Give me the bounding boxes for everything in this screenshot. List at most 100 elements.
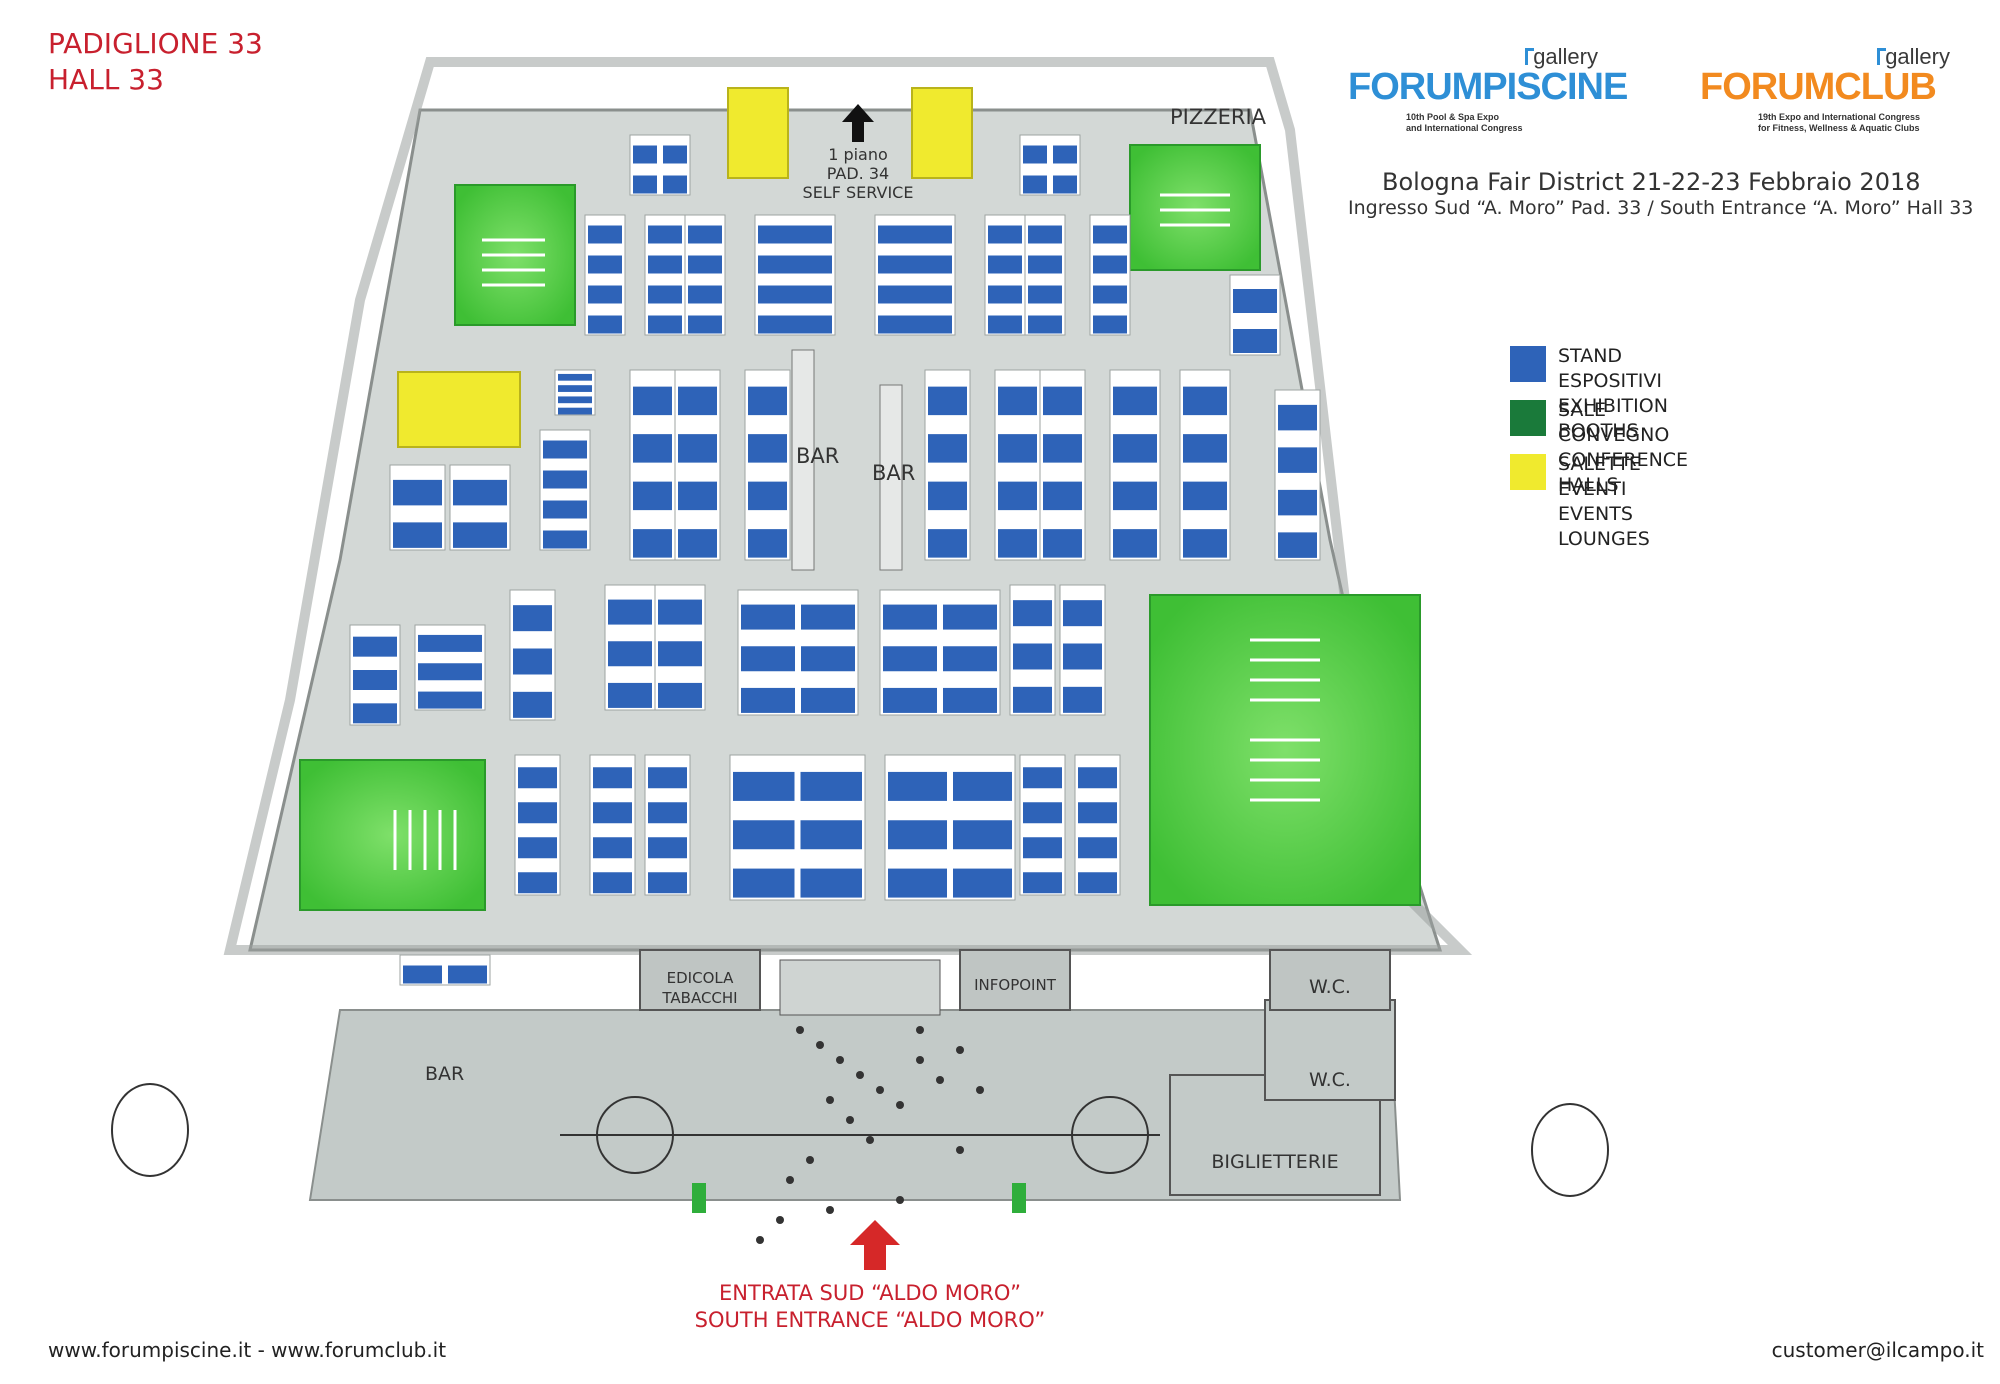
- booth: [543, 470, 587, 489]
- booth: [1023, 802, 1062, 824]
- booth: [663, 175, 687, 194]
- newsstand-label-1: EDICOLA: [667, 969, 734, 987]
- booth: [678, 529, 717, 558]
- booth: [1043, 529, 1082, 558]
- booth: [800, 868, 862, 898]
- booth: [878, 315, 952, 334]
- booth: [953, 771, 1012, 801]
- booth: [678, 434, 717, 463]
- entrance-label-it: ENTRATA SUD “ALDO MORO”: [719, 1281, 1021, 1305]
- booth: [1043, 481, 1082, 511]
- booth: [953, 820, 1012, 850]
- newsstand-label-2: TABACCHI: [661, 989, 737, 1007]
- booth: [1278, 489, 1317, 516]
- forumpiscine-tag-1: 10th Pool & Spa Expo: [1406, 112, 1500, 122]
- booth: [1183, 481, 1227, 511]
- booth: [928, 386, 967, 416]
- entrance-label-en: SOUTH ENTRANCE “ALDO MORO”: [694, 1308, 1046, 1332]
- booth: [393, 479, 442, 506]
- booth: [1078, 872, 1117, 894]
- booth: [1043, 434, 1082, 463]
- booth: [1093, 255, 1127, 274]
- booth: [513, 605, 552, 632]
- booth: [558, 385, 592, 392]
- booth: [678, 481, 717, 511]
- event-entrance: Ingresso Sud “A. Moro” Pad. 33 / South E…: [1348, 197, 1974, 219]
- entrance-arrow-icon: [850, 1220, 900, 1270]
- footer-email[interactable]: customer@ilcampo.it: [1771, 1338, 1984, 1362]
- booth: [588, 315, 622, 334]
- infopoint-label: INFOPOINT: [974, 976, 1057, 994]
- conference-seating: [393, 193, 1320, 870]
- booth: [633, 145, 657, 164]
- booth: [878, 255, 952, 274]
- booth: [608, 641, 652, 667]
- hall-title-it: PADIGLIONE 33: [48, 27, 263, 60]
- booth: [518, 767, 557, 789]
- booth: [678, 386, 717, 416]
- booth: [648, 872, 687, 894]
- first-floor-label-2: PAD. 34: [827, 164, 889, 183]
- footer-websites[interactable]: www.forumpiscine.it - www.forumclub.it: [48, 1338, 447, 1362]
- bar-left-counter: [791, 349, 815, 571]
- conference-hall-bottom-left: [299, 759, 486, 911]
- visitor-crowd: [756, 1026, 984, 1244]
- booth: [593, 872, 632, 894]
- booth: [1093, 225, 1127, 244]
- booth: [543, 530, 587, 549]
- booth: [733, 868, 795, 898]
- booth: [1278, 532, 1317, 558]
- booth: [658, 641, 702, 667]
- booth: [518, 802, 557, 824]
- bar-right-label: BAR: [872, 461, 915, 485]
- booth: [888, 771, 947, 801]
- legend-conference-en: CONFERENCE HALLS: [1558, 449, 1689, 496]
- booth: [648, 255, 682, 274]
- booth: [1023, 872, 1062, 894]
- booth: [1043, 386, 1082, 416]
- booth: [543, 440, 587, 459]
- booth: [878, 225, 952, 244]
- booth: [1278, 404, 1317, 431]
- hall-title: PADIGLIONE 33 HALL 33: [48, 26, 263, 98]
- exit-sign-left: [692, 1183, 706, 1213]
- booth: [1028, 285, 1062, 304]
- booth: [988, 255, 1022, 274]
- booth: [518, 872, 557, 894]
- booth: [998, 386, 1037, 416]
- booth: [998, 434, 1037, 463]
- booth: [1028, 315, 1062, 334]
- booth: [593, 837, 632, 859]
- booth: [688, 285, 722, 304]
- booth: [953, 868, 1012, 898]
- booth: [1023, 175, 1047, 194]
- booth: [943, 687, 997, 713]
- booth: [593, 802, 632, 824]
- ticket-office-label: BIGLIETTERIE: [1211, 1151, 1338, 1173]
- booth: [801, 604, 855, 630]
- booth: [1078, 802, 1117, 824]
- legend-booths-en: EXHIBITION BOOTHS: [1558, 395, 1668, 442]
- booth: [800, 771, 862, 801]
- booth: [1028, 225, 1062, 244]
- legend-booths-it: STAND ESPOSITIVI: [1558, 345, 1662, 392]
- booth: [633, 175, 657, 194]
- booth: [1113, 529, 1157, 558]
- forumclub-tag-2: for Fitness, Wellness & Aquatic Clubs: [1758, 123, 1920, 133]
- booth: [883, 687, 937, 713]
- booth: [741, 687, 795, 713]
- forumpiscine-brand: FORUMPISCINE: [1348, 66, 1628, 108]
- legend-lounges-it: SALETTE EVENTI: [1558, 453, 1641, 500]
- booth: [733, 771, 795, 801]
- exit-sign-right: [1012, 1183, 1026, 1213]
- booth: [943, 604, 997, 630]
- outdoor-planter-left: [111, 1083, 189, 1177]
- forumclub-brand: FORUMCLUB: [1700, 66, 1937, 108]
- booth: [801, 646, 855, 672]
- booth: [513, 648, 552, 675]
- self-service-label: SELF SERVICE: [803, 183, 914, 202]
- booth: [418, 691, 482, 709]
- booth: [648, 767, 687, 789]
- event-lounge-top-left: [727, 87, 789, 179]
- bar-left-label: BAR: [796, 444, 839, 468]
